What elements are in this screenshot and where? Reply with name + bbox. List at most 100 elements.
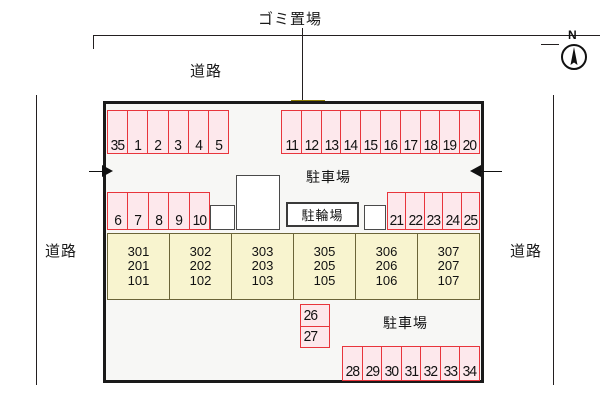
parking-stall-number: 7	[134, 212, 143, 229]
parking-stall[interactable]: 6	[108, 193, 129, 229]
building-unit-number: 106	[375, 272, 398, 288]
parking-stall[interactable]: 5	[208, 111, 229, 154]
parking-stall[interactable]: 33	[440, 347, 461, 380]
parking-area-label-lower: 駐車場	[383, 315, 428, 331]
compass-tick-line	[541, 44, 559, 45]
parking-stall[interactable]: 3	[168, 111, 189, 153]
parking-row-bottom-right: 28 29 30 31 32 33 34	[342, 346, 480, 381]
parking-stall[interactable]: 7	[128, 193, 149, 229]
building-unit-number: 301	[127, 244, 150, 260]
parking-stall-number: 31	[404, 363, 418, 380]
parking-stall-number: 28	[345, 363, 360, 380]
parking-stall-number: 30	[384, 363, 399, 380]
road-label-right: 道路	[510, 243, 543, 260]
parking-stall[interactable]: 16	[380, 111, 401, 153]
road-line-left	[36, 95, 37, 385]
parking-stall-number: 17	[403, 137, 417, 154]
road-line-top-left-cap	[93, 35, 94, 49]
parking-stall-number: 11	[285, 137, 298, 154]
parking-stall-number: 19	[443, 137, 457, 154]
parking-stall[interactable]: 11	[282, 111, 302, 153]
parking-stall-number: 32	[423, 363, 438, 380]
road-label-top: 道路	[190, 63, 223, 80]
building-unit-number: 103	[251, 272, 274, 288]
parking-stall[interactable]: 9	[169, 193, 190, 229]
building-unit-number: 202	[189, 258, 212, 274]
parking-stall-number: 27	[303, 328, 318, 346]
parking-stall-number: 33	[443, 363, 457, 380]
parking-stall-number: 1	[134, 137, 142, 154]
parking-stall[interactable]: 31	[401, 347, 422, 380]
parking-stall[interactable]: 4	[188, 111, 209, 153]
parking-stall[interactable]: 2	[148, 111, 169, 153]
bicycle-parking-box: 駐輪場	[286, 202, 359, 227]
parking-stall[interactable]: 14	[341, 111, 362, 154]
entrance-arrow-right	[470, 165, 502, 179]
road-line-top	[93, 35, 600, 36]
building-unit-number: 203	[251, 258, 274, 274]
building-unit-number: 205	[313, 258, 336, 274]
parking-stall-number: 8	[155, 212, 163, 229]
parking-stall[interactable]: 28	[343, 347, 363, 380]
parking-stall-number: 29	[365, 363, 379, 380]
parking-stall-number: 20	[462, 137, 477, 154]
parking-stall-number: 14	[344, 137, 358, 154]
parking-stall[interactable]: 24	[443, 193, 462, 229]
road-line-right	[553, 95, 554, 385]
building-unit-number: 305	[313, 244, 336, 260]
stairwell-box-center	[236, 175, 280, 230]
parking-stall-number: 18	[423, 137, 437, 154]
parking-stall[interactable]: 18	[420, 111, 441, 154]
parking-area-label-upper: 駐車場	[306, 169, 351, 185]
garbage-leader-line	[302, 28, 303, 104]
compass-north-icon	[561, 44, 587, 70]
parking-stall[interactable]: 10	[189, 193, 210, 229]
parking-stall-number: 24	[445, 212, 459, 229]
parking-stall[interactable]: 12	[301, 111, 322, 153]
parking-stall-number: 10	[192, 212, 207, 229]
parking-stall[interactable]: 32	[421, 347, 441, 380]
building-unit-number: 303	[251, 244, 274, 260]
parking-stall-number: 21	[389, 212, 404, 229]
parking-stall[interactable]: 29	[362, 347, 383, 380]
parking-stall[interactable]: 23	[424, 193, 444, 229]
garbage-area-label: ゴミ置場	[258, 11, 323, 28]
parking-stall[interactable]: 1	[128, 111, 149, 154]
parking-stall[interactable]: 8	[148, 193, 170, 229]
parking-stall[interactable]: 27	[301, 326, 329, 347]
parking-stall[interactable]: 19	[440, 111, 461, 154]
road-label-left: 道路	[45, 243, 78, 260]
parking-stall[interactable]: 26	[301, 305, 329, 327]
parking-stall-number: 9	[175, 212, 184, 229]
parking-stall-number: 26	[303, 306, 318, 324]
building-unit-number: 307	[437, 244, 460, 260]
building-unit-number: 302	[189, 244, 212, 260]
building-unit-number: 102	[189, 272, 212, 288]
parking-stall-number: 34	[462, 363, 477, 380]
parking-stall[interactable]: 35	[108, 111, 129, 153]
parking-stall-number: 5	[215, 137, 223, 154]
entrance-arrow-left	[89, 165, 117, 179]
parking-stall[interactable]: 20	[460, 111, 479, 153]
parking-stall[interactable]: 13	[321, 111, 342, 153]
parking-stall[interactable]: 17	[400, 111, 421, 154]
parking-stall[interactable]: 30	[382, 347, 402, 380]
parking-stall[interactable]: 22	[406, 193, 425, 229]
parking-stall[interactable]: 25	[461, 193, 480, 229]
parking-stall[interactable]: 15	[361, 111, 381, 153]
parking-stall[interactable]: 21	[388, 193, 407, 229]
parking-stall[interactable]: 34	[460, 347, 480, 380]
